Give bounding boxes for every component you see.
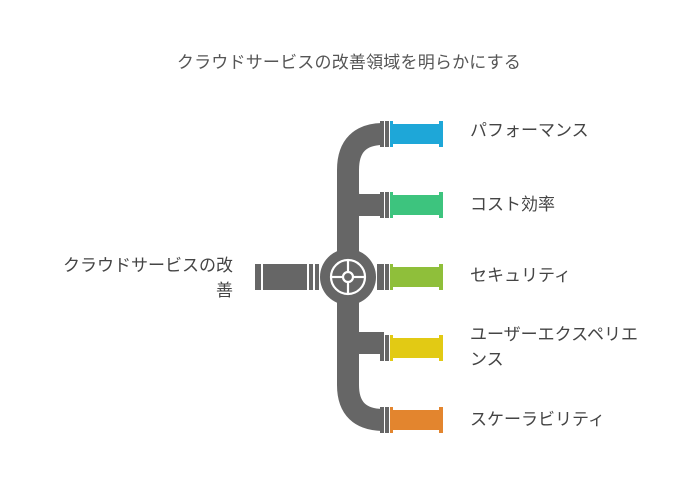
branch-outlets — [380, 121, 443, 433]
input-pipe-body — [263, 264, 307, 290]
branch-segment-scalability — [393, 410, 439, 430]
branch-segment-cost — [393, 195, 439, 215]
branch-label-cost: コスト効率 — [470, 195, 555, 215]
branch-collar-scalability — [390, 407, 393, 433]
branch-end-flange-performance — [439, 121, 443, 147]
branch-end-flange-scalability — [439, 407, 443, 433]
branch-flange-a-ux — [380, 335, 384, 361]
branch-segment-ux — [393, 338, 439, 358]
branch-collar-security — [390, 264, 393, 290]
joint-ux-rect — [359, 332, 384, 354]
branch-flange-a-performance — [380, 121, 384, 147]
source-label-line-1: クラウドサービスの改 — [63, 256, 233, 276]
branch-flange-a-cost — [380, 192, 384, 218]
source-label: クラウドサービスの改 善 — [18, 254, 233, 304]
branch-flange-b-scalability — [385, 407, 389, 433]
branch-joints — [359, 192, 384, 354]
valve-outer — [320, 249, 376, 305]
branch-collar-cost — [390, 192, 393, 218]
branch-label-ux-line-2: ンス — [470, 350, 504, 370]
branch-end-flange-ux — [439, 335, 443, 361]
source-label-line-2: 善 — [216, 281, 233, 301]
input-pipe — [255, 264, 381, 290]
pipe-top-elbow — [337, 123, 385, 258]
branch-segment-security — [393, 267, 439, 287]
output-flange-1 — [377, 264, 381, 290]
branch-collar-ux — [390, 335, 393, 361]
branch-end-flange-security — [439, 264, 443, 290]
branch-label-ux-line-1: ユーザーエクスペリエ — [470, 325, 638, 345]
branch-segment-performance — [393, 124, 439, 144]
pipe-bottom-elbow — [337, 290, 385, 431]
branch-flange-b-security — [385, 264, 389, 290]
branch-flange-b-ux — [385, 335, 389, 361]
main-pipe — [337, 123, 385, 431]
input-flange-right-2 — [315, 264, 319, 290]
valve-hub — [320, 249, 376, 305]
branch-label-ux: ユーザーエクスペリエ ンス — [470, 323, 685, 373]
branch-label-security: セキュリティ — [470, 266, 571, 286]
input-flange-left — [255, 264, 261, 290]
branch-label-performance: パフォーマンス — [470, 121, 589, 141]
branch-label-scalability: スケーラビリティ — [470, 410, 605, 430]
input-flange-right-1 — [309, 264, 313, 290]
branch-end-flange-cost — [439, 192, 443, 218]
branch-flange-b-performance — [385, 121, 389, 147]
branch-flange-a-scalability — [380, 407, 384, 433]
joint-cost-rect — [359, 194, 384, 216]
branch-collar-performance — [390, 121, 393, 147]
branch-flange-a-security — [380, 264, 384, 290]
page-title: クラウドサービスの改善領域を明らかにする — [176, 53, 522, 73]
branch-flange-b-cost — [385, 192, 389, 218]
